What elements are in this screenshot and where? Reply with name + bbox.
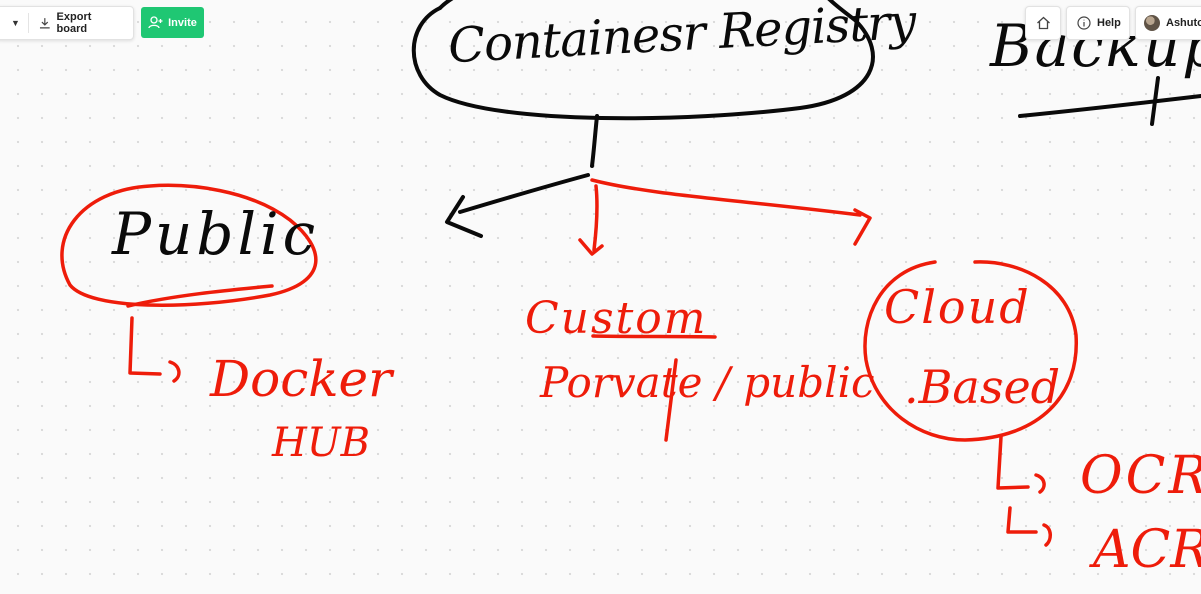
invite-button[interactable]: Invite <box>141 7 204 38</box>
board-toolbar: ▼ Export board <box>0 6 134 40</box>
download-icon <box>39 18 50 29</box>
toolbar-divider <box>27 13 29 33</box>
user-name: Ashutos <box>1166 17 1201 29</box>
user-menu-inner: Ashutos <box>1136 7 1201 39</box>
home-icon <box>1036 16 1050 30</box>
connector-stem <box>590 114 599 168</box>
slash-divider <box>664 358 678 442</box>
connector-middle-arrow <box>578 184 604 256</box>
cloud-branch-ocr <box>996 435 1046 494</box>
public-branch <box>128 316 181 383</box>
invite-label: Invite <box>168 16 197 29</box>
board-menu-dropdown[interactable]: ▼ <box>0 7 28 39</box>
custom-underline <box>591 334 717 339</box>
home-button[interactable] <box>1025 6 1061 40</box>
export-board-label: Export board <box>56 11 92 35</box>
help-inner: Help <box>1067 7 1131 39</box>
public-underline <box>126 284 274 308</box>
caret-down-icon: ▼ <box>11 18 20 28</box>
connector-left-arrow <box>458 173 590 214</box>
public-ellipse <box>60 183 318 307</box>
title-ellipse <box>411 0 875 121</box>
backup-underline <box>1018 94 1201 118</box>
backup-stroke <box>1150 76 1160 126</box>
help-button[interactable]: Help <box>1066 6 1130 40</box>
user-menu[interactable]: Ashutos <box>1135 6 1201 40</box>
connector-right-arrow <box>590 178 872 246</box>
export-board-button[interactable]: Export board <box>29 7 133 39</box>
add-user-icon <box>148 16 163 29</box>
title-ellipse-left-top <box>438 0 454 10</box>
help-label: Help <box>1097 17 1121 29</box>
cloud-ellipse <box>863 260 1078 442</box>
info-icon <box>1077 16 1091 30</box>
cloud-branch-acr <box>1006 506 1052 547</box>
avatar <box>1144 15 1160 31</box>
arrowhead-left <box>445 195 483 238</box>
